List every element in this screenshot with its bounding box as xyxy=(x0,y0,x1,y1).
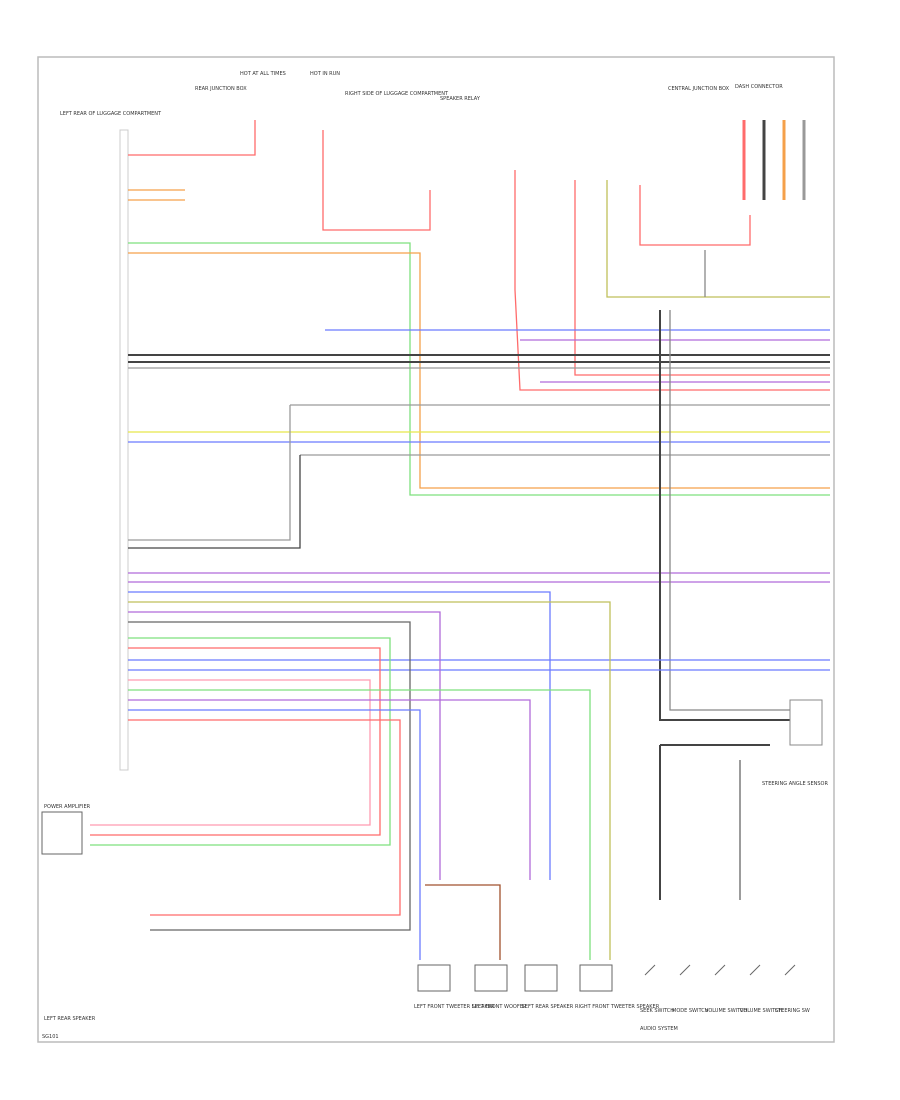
right-module-label: STEERING ANGLE SENSOR xyxy=(762,781,828,787)
right-top-connectors xyxy=(742,120,806,200)
left-rear-speaker-label: LEFT REAR SPEAKER xyxy=(44,1016,96,1022)
wire-blue-sp1 xyxy=(128,591,551,880)
switch-5 xyxy=(784,964,796,976)
switch-2-label: MODE SWITCH xyxy=(672,1008,709,1014)
speaker-4-label: RIGHT FRONT TWEETER SPEAKER xyxy=(575,1004,660,1010)
wire-red-top-a xyxy=(128,120,256,156)
speaker-1-label: LEFT FRONT TWEETER SPEAKER xyxy=(414,1004,495,1010)
top-wires xyxy=(128,120,830,391)
speaker-3-label: LEFT REAR SPEAKER xyxy=(522,1004,574,1010)
speaker-3 xyxy=(524,964,558,992)
switch-3-label: VOLUME SWITCH xyxy=(705,1008,747,1014)
wire-violet-sp2 xyxy=(128,699,531,880)
speaker-2 xyxy=(474,964,508,992)
label-right-side: RIGHT SIDE OF LUGGAGE COMPARTMENT xyxy=(345,91,449,97)
wire-red-top-b xyxy=(322,130,431,231)
wire-pink-sp xyxy=(90,679,371,826)
power-amplifier-box xyxy=(41,811,83,855)
right-module-box xyxy=(789,699,823,746)
wire-gray-6 xyxy=(669,310,790,711)
wire-orange-1 xyxy=(128,252,830,489)
wire-violet-sp xyxy=(128,611,441,880)
wire-brown-sp xyxy=(425,884,501,960)
wire-black-3 xyxy=(128,455,301,549)
footer-left: SG101 xyxy=(42,1034,59,1040)
wire-green-sp xyxy=(90,637,391,846)
wire-gray-4 xyxy=(128,405,291,541)
speaker-4 xyxy=(579,964,613,992)
switch-5-label: STEERING SW xyxy=(775,1008,810,1014)
wire-gray-sp xyxy=(128,621,411,931)
diagram-frame xyxy=(37,56,835,1043)
label-left-rear: LEFT REAR OF LUGGAGE COMPARTMENT xyxy=(60,111,162,117)
power-amplifier-label: POWER AMPLIFIER xyxy=(44,804,91,810)
switch-2 xyxy=(679,964,691,976)
label-hot-run: HOT IN RUN xyxy=(310,71,340,77)
wire-red-sp2 xyxy=(128,719,401,916)
wire-red-sp1 xyxy=(90,647,381,836)
switches xyxy=(644,964,796,976)
wire-red-c xyxy=(514,170,830,391)
speakers: LEFT FRONT TWEETER SPEAKER LEFT FRONT WO… xyxy=(414,964,660,1010)
speaker-2-label: LEFT FRONT WOOFER xyxy=(472,1004,527,1010)
audio-unit-connector xyxy=(119,129,129,771)
wire-green-1 xyxy=(128,242,830,496)
wire-red-d xyxy=(574,180,830,376)
footer-right: AUDIO SYSTEM xyxy=(640,1026,678,1032)
switch-3 xyxy=(714,964,726,976)
label-central-jb: CENTRAL JUNCTION BOX xyxy=(668,86,730,92)
wire-gray-5 xyxy=(659,310,790,721)
switch-4-label: VOLUME SWITCH xyxy=(740,1008,782,1014)
switch-1-label: SEEK SWITCH xyxy=(640,1008,674,1014)
label-hot-all: HOT AT ALL TIMES xyxy=(240,71,286,77)
wire-blue-sp2 xyxy=(128,709,421,960)
wire-red-e xyxy=(639,185,751,246)
switch-1 xyxy=(644,964,656,976)
speaker-wires xyxy=(90,591,770,960)
label-dash-conn: DASH CONNECTOR xyxy=(735,84,783,90)
label-speaker-relay: SPEAKER RELAY xyxy=(440,96,481,102)
label-rear-jb: REAR JUNCTION BOX xyxy=(195,86,247,92)
wire-yellow-sp xyxy=(128,601,611,960)
switch-4 xyxy=(749,964,761,976)
signal-wires xyxy=(128,242,830,721)
wire-olive xyxy=(606,180,830,298)
speaker-1 xyxy=(417,964,451,992)
wire-green-sp2 xyxy=(128,689,591,960)
